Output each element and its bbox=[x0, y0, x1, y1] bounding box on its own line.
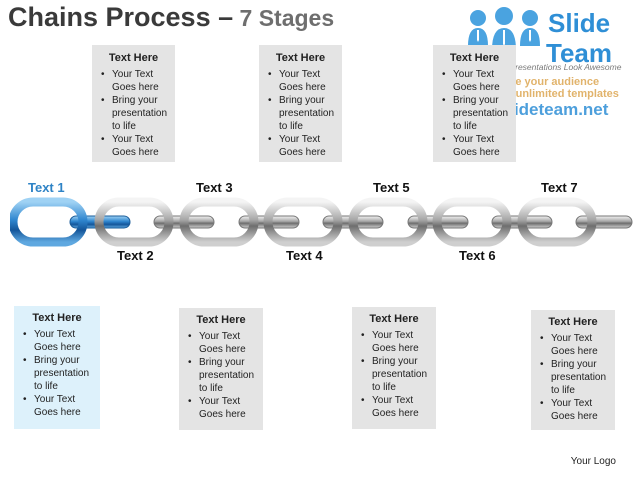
textbox-heading: Text Here bbox=[275, 52, 326, 64]
chain-link-blue bbox=[10, 197, 88, 247]
textbox-bullet: Your Text Goes here bbox=[537, 397, 609, 423]
textbox-heading: Text Here bbox=[196, 314, 246, 326]
textbox-bullet: Your Text Goes here bbox=[185, 330, 257, 356]
top-textbox-2: Text Here Your Text Goes here Bring your… bbox=[259, 45, 342, 162]
stage-label-7: Text 7 bbox=[541, 180, 578, 195]
textbox-bullet: Bring your presentation to life bbox=[185, 356, 257, 395]
footer-logo-placeholder: Your Logo bbox=[570, 456, 616, 467]
textbox-heading: Text Here bbox=[32, 312, 82, 324]
bottom-textbox-4: Text Here Your Text Goes here Bring your… bbox=[531, 310, 615, 430]
chain-link bbox=[348, 197, 428, 247]
chain-link bbox=[94, 197, 174, 247]
chain-link bbox=[179, 197, 259, 247]
textbox-bullet: Your Text Goes here bbox=[20, 393, 94, 419]
textbox-bullet: Bring your presentation to life bbox=[439, 94, 510, 133]
bottom-textbox-2: Text Here Your Text Goes here Bring your… bbox=[179, 308, 263, 430]
stage-label-6: Text 6 bbox=[459, 248, 496, 263]
textbox-bullet: Your Text Goes here bbox=[20, 328, 94, 354]
textbox-bullet: Bring your presentation to life bbox=[98, 94, 169, 133]
stage-label-3: Text 3 bbox=[196, 180, 233, 195]
logo-tagline: Making Your Presentations Look Awesome bbox=[460, 62, 622, 72]
title-main: Chains Process – bbox=[8, 2, 234, 32]
chain-link bbox=[263, 197, 343, 247]
title-sub: 7 Stages bbox=[233, 5, 335, 31]
textbox-bullet: Your Text Goes here bbox=[439, 133, 510, 159]
slide-title: Chains Process – 7 Stages bbox=[8, 2, 334, 33]
textbox-bullet: Bring your presentation to life bbox=[537, 358, 609, 397]
stage-label-5: Text 5 bbox=[373, 180, 410, 195]
chain-front-links bbox=[10, 197, 597, 247]
textbox-bullet: Your Text Goes here bbox=[265, 133, 336, 159]
textbox-bullet: Bring your presentation to life bbox=[265, 94, 336, 133]
logo-brand-line2: Team bbox=[546, 38, 612, 68]
textbox-bullet: Your Text Goes here bbox=[98, 68, 169, 94]
textbox-heading: Text Here bbox=[548, 316, 598, 328]
top-textbox-3: Text Here Your Text Goes here Bring your… bbox=[433, 45, 516, 162]
textbox-heading: Text Here bbox=[449, 52, 500, 64]
chain-link bbox=[432, 197, 512, 247]
stage-label-1: Text 1 bbox=[28, 180, 65, 195]
stage-label-2: Text 2 bbox=[117, 248, 154, 263]
textbox-heading: Text Here bbox=[369, 313, 419, 325]
chain-link-side bbox=[575, 215, 633, 229]
chain-graphic bbox=[10, 197, 633, 247]
textbox-bullet: Your Text Goes here bbox=[358, 394, 430, 420]
logo-brand-line1: Slide bbox=[548, 8, 611, 38]
stage-label-4: Text 4 bbox=[286, 248, 323, 263]
chain-link bbox=[517, 197, 597, 247]
textbox-bullet: Your Text Goes here bbox=[185, 395, 257, 421]
bottom-textbox-1: Text Here Your Text Goes here Bring your… bbox=[14, 306, 100, 429]
textbox-heading: Text Here bbox=[108, 52, 159, 64]
textbox-bullet: Bring your presentation to life bbox=[358, 355, 430, 394]
textbox-bullet: Your Text Goes here bbox=[439, 68, 510, 94]
textbox-bullet: Your Text Goes here bbox=[358, 329, 430, 355]
top-textbox-1: Text Here Your Text Goes here Bring your… bbox=[92, 45, 175, 162]
logo-brand: Slide Team bbox=[546, 8, 612, 68]
bottom-textbox-3: Text Here Your Text Goes here Bring your… bbox=[352, 307, 436, 429]
textbox-bullet: Bring your presentation to life bbox=[20, 354, 94, 393]
textbox-bullet: Your Text Goes here bbox=[537, 332, 609, 358]
team-people-icon bbox=[468, 7, 540, 50]
textbox-bullet: Your Text Goes here bbox=[98, 133, 169, 159]
textbox-bullet: Your Text Goes here bbox=[265, 68, 336, 94]
